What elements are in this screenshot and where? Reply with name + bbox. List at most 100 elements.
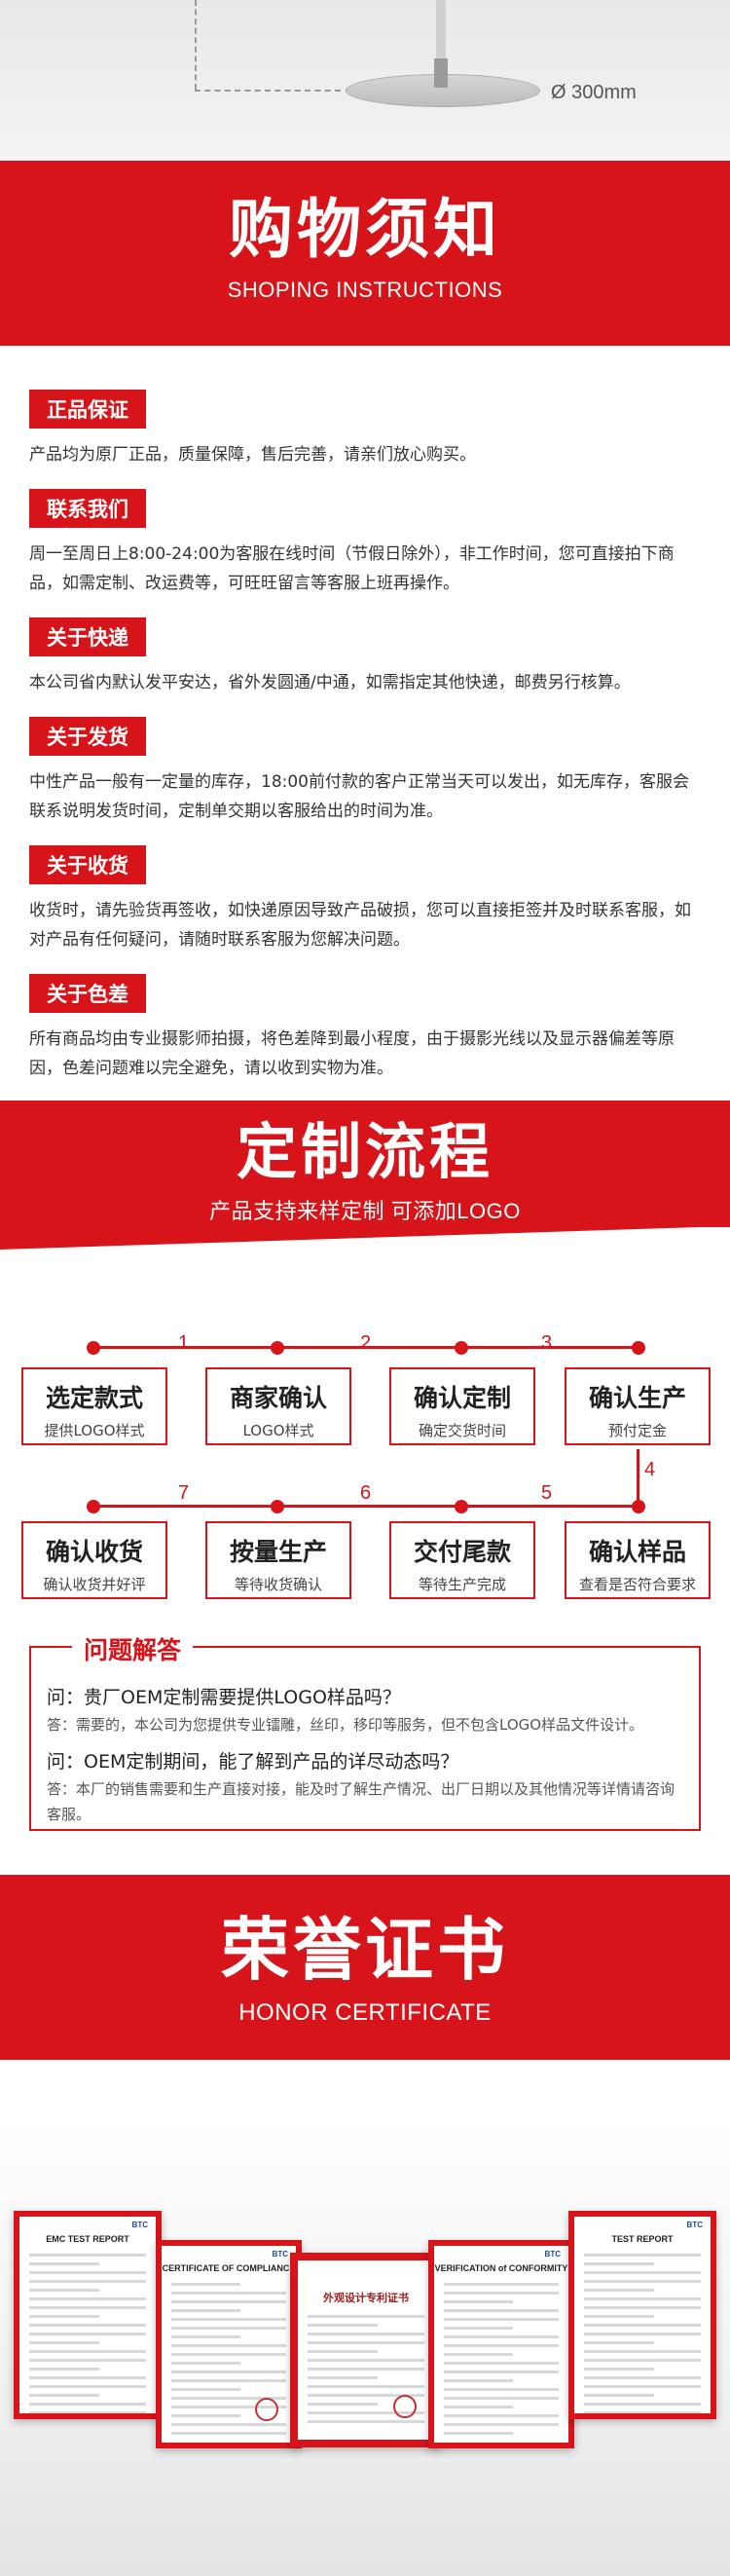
shopping-instructions-list: 正品保证 产品均为原厂正品，质量保障，售后完善，请亲们放心购买。 联系我们 周一… bbox=[29, 390, 701, 1102]
faq-question: 问：OEM定制期间，能了解到产品的详尽动态吗？ bbox=[47, 1751, 459, 1773]
faq-answer: 答：本厂的销售需要和生产直接对接，能及时了解生产情况、出厂日期以及其他情况等详情… bbox=[47, 1780, 675, 1823]
section-tag: 关于发货 bbox=[29, 717, 146, 756]
process-dot bbox=[271, 1341, 284, 1355]
step-merchant-confirm: 商家确认 LOGO样式 bbox=[205, 1367, 351, 1445]
list-item: 关于快递 本公司省内默认发平安达，省外发圆通/中通，如需指定其他快递，邮费另行核… bbox=[29, 617, 701, 697]
cert-logo: BTC bbox=[544, 2250, 561, 2259]
cert-heading: VERIFICATION of CONFORMITY bbox=[434, 2263, 568, 2273]
step-title: 交付尾款 bbox=[413, 1538, 511, 1566]
cert-heading: CERTIFICATE OF COMPLIANCE bbox=[162, 2263, 296, 2273]
step-final-payment: 交付尾款 等待生产完成 bbox=[389, 1521, 535, 1599]
step-sub: 等待生产完成 bbox=[418, 1576, 506, 1593]
cert-text-lines bbox=[584, 2254, 701, 2413]
diameter-label: Ø 300mm bbox=[551, 82, 637, 103]
step-title: 确认生产 bbox=[588, 1384, 686, 1412]
section-tag: 正品保证 bbox=[29, 390, 146, 429]
step-number: 3 bbox=[541, 1332, 553, 1354]
cert-text-lines bbox=[29, 2254, 146, 2413]
cert-heading: 外观设计专利证书 bbox=[323, 2293, 409, 2304]
cert-text-lines bbox=[444, 2283, 559, 2435]
section-text: 产品均为原厂正品，质量保障，售后完善，请亲们放心购买。 bbox=[29, 445, 476, 465]
faq-body: 问：贵厂OEM定制需要提供LOGO样品吗？ 答：需要的，本公司为您提供专业镭雕，… bbox=[47, 1683, 684, 1837]
process-dot bbox=[455, 1341, 468, 1355]
faq-question: 问：贵厂OEM定制需要提供LOGO样品吗？ bbox=[47, 1687, 401, 1708]
section-text: 所有商品均由专业摄影师拍摄，将色差降到最小程度，由于摄影光线以及显示器偏差等原因… bbox=[29, 1029, 675, 1078]
process-dot bbox=[271, 1500, 284, 1513]
step-confirm-production: 确认生产 预付定金 bbox=[565, 1367, 711, 1445]
band-wedge bbox=[0, 1226, 730, 1250]
process-dot bbox=[632, 1341, 645, 1355]
cert-text-lines bbox=[171, 2283, 286, 2435]
custom-process-steps: 1 2 3 4 5 6 7 选定款式 提供LOGO样式 商家确认 LOGO样式 … bbox=[0, 1305, 730, 1636]
section-text: 中性产品一般有一定量的库存，18:00前付款的客户正常当天可以发出，如无库存，客… bbox=[29, 772, 689, 821]
cert-heading: EMC TEST REPORT bbox=[46, 2234, 129, 2244]
step-title: 确认样品 bbox=[588, 1538, 686, 1566]
cert-text-lines bbox=[308, 2315, 424, 2423]
step-sub: 确定交货时间 bbox=[418, 1422, 506, 1439]
step-sub: 查看是否符合要求 bbox=[578, 1576, 696, 1593]
section-text: 本公司省内默认发平安达，省外发圆通/中通，如需指定其他快递，邮费另行核算。 bbox=[29, 673, 631, 692]
process-dot bbox=[87, 1341, 100, 1355]
step-confirm-receipt: 确认收货 确认收货并好评 bbox=[21, 1521, 167, 1599]
list-item: 关于色差 所有商品均由专业摄影师拍摄，将色差降到最小程度，由于摄影光线以及显示器… bbox=[29, 974, 701, 1083]
section-tag: 关于收货 bbox=[29, 845, 146, 884]
step-sub: LOGO样式 bbox=[242, 1422, 314, 1439]
process-dot bbox=[632, 1500, 645, 1513]
cert-heading: TEST REPORT bbox=[611, 2234, 674, 2244]
step-sub: 预付定金 bbox=[607, 1422, 667, 1439]
faq-box: 问题解答 问：贵厂OEM定制需要提供LOGO样品吗？ 答：需要的，本公司为您提供… bbox=[29, 1631, 701, 1831]
stand-pole-image bbox=[436, 0, 446, 70]
process-line bbox=[93, 1505, 639, 1508]
list-item: 联系我们 周一至周日上8:00-24:00为客服在线时间（节假日除外），非工作时… bbox=[29, 489, 701, 598]
cert-logo: BTC bbox=[686, 2221, 703, 2229]
step-title: 商家确认 bbox=[229, 1384, 327, 1412]
product-dimension-strip: Ø 300mm bbox=[0, 0, 730, 161]
step-title: 确认收货 bbox=[45, 1538, 143, 1566]
step-number: 6 bbox=[360, 1482, 372, 1504]
cert-logo: BTC bbox=[272, 2250, 288, 2259]
step-title: 确认定制 bbox=[413, 1384, 511, 1412]
custom-process-header: 定制流程 产品支持来样定制 可添加LOGO bbox=[0, 1101, 730, 1227]
process-dot bbox=[87, 1500, 100, 1513]
cert-seal-icon bbox=[255, 2398, 278, 2421]
certificate-compliance: BTC CERTIFICATE OF COMPLIANCE bbox=[156, 2240, 302, 2448]
list-item: 关于收货 收货时，请先验货再签收，如快递原因导致产品破损，您可以直接拒签并及时联… bbox=[29, 845, 701, 954]
step-title: 按量生产 bbox=[229, 1538, 327, 1566]
certificate-test-report: BTC TEST REPORT bbox=[568, 2211, 716, 2419]
dimension-guide-line bbox=[195, 90, 341, 92]
cert-logo: BTC bbox=[131, 2221, 148, 2229]
shopping-subtitle: SHOPING INSTRUCTIONS bbox=[227, 278, 503, 302]
dimension-guide-line bbox=[195, 0, 197, 90]
certificate-emc: BTC EMC TEST REPORT bbox=[14, 2211, 162, 2419]
cert-seal-icon bbox=[393, 2395, 417, 2418]
step-sub: 确认收货并好评 bbox=[43, 1576, 146, 1593]
step-sub: 等待收货确认 bbox=[234, 1576, 322, 1593]
list-item: 关于发货 中性产品一般有一定量的库存，18:00前付款的客户正常当天可以发出，如… bbox=[29, 717, 701, 826]
custom-process-subtitle: 产品支持来样定制 可添加LOGO bbox=[209, 1199, 521, 1223]
faq-answer: 答：需要的，本公司为您提供专业镭雕，丝印，移印等服务，但不包含LOGO样品文件设… bbox=[47, 1716, 644, 1734]
process-line bbox=[93, 1346, 639, 1349]
step-number: 4 bbox=[644, 1459, 656, 1480]
section-tag: 关于快递 bbox=[29, 617, 146, 656]
section-text: 收货时，请先验货再签收，如快递原因导致产品破损，您可以直接拒签并及时联系客服，如… bbox=[29, 901, 691, 950]
certificate-conformity: BTC VERIFICATION of CONFORMITY bbox=[428, 2240, 574, 2448]
certificates-area: BTC EMC TEST REPORT BTC CERTIFICATE OF C… bbox=[0, 2121, 730, 2576]
honor-subtitle: HONOR CERTIFICATE bbox=[238, 1999, 492, 2026]
step-title: 选定款式 bbox=[45, 1384, 143, 1412]
honor-header: 荣誉证书 HONOR CERTIFICATE bbox=[0, 1875, 730, 2060]
certificate-patent: 外观设计专利证书 bbox=[290, 2253, 442, 2447]
step-number: 7 bbox=[178, 1482, 190, 1504]
step-number: 5 bbox=[541, 1482, 553, 1504]
faq-title: 问题解答 bbox=[72, 1631, 194, 1666]
step-confirm-custom: 确认定制 确定交货时间 bbox=[389, 1367, 535, 1445]
section-text: 周一至周日上8:00-24:00为客服在线时间（节假日除外），非工作时间，您可直… bbox=[29, 544, 675, 593]
shopping-header: 购物须知 SHOPING INSTRUCTIONS bbox=[0, 161, 730, 346]
process-line bbox=[637, 1449, 639, 1508]
step-number: 1 bbox=[178, 1332, 190, 1354]
step-sub: 提供LOGO样式 bbox=[44, 1422, 145, 1439]
step-select-style: 选定款式 提供LOGO样式 bbox=[21, 1367, 167, 1445]
section-tag: 关于色差 bbox=[29, 974, 146, 1013]
shopping-title: 购物须知 bbox=[229, 192, 501, 267]
step-number: 2 bbox=[360, 1332, 372, 1354]
